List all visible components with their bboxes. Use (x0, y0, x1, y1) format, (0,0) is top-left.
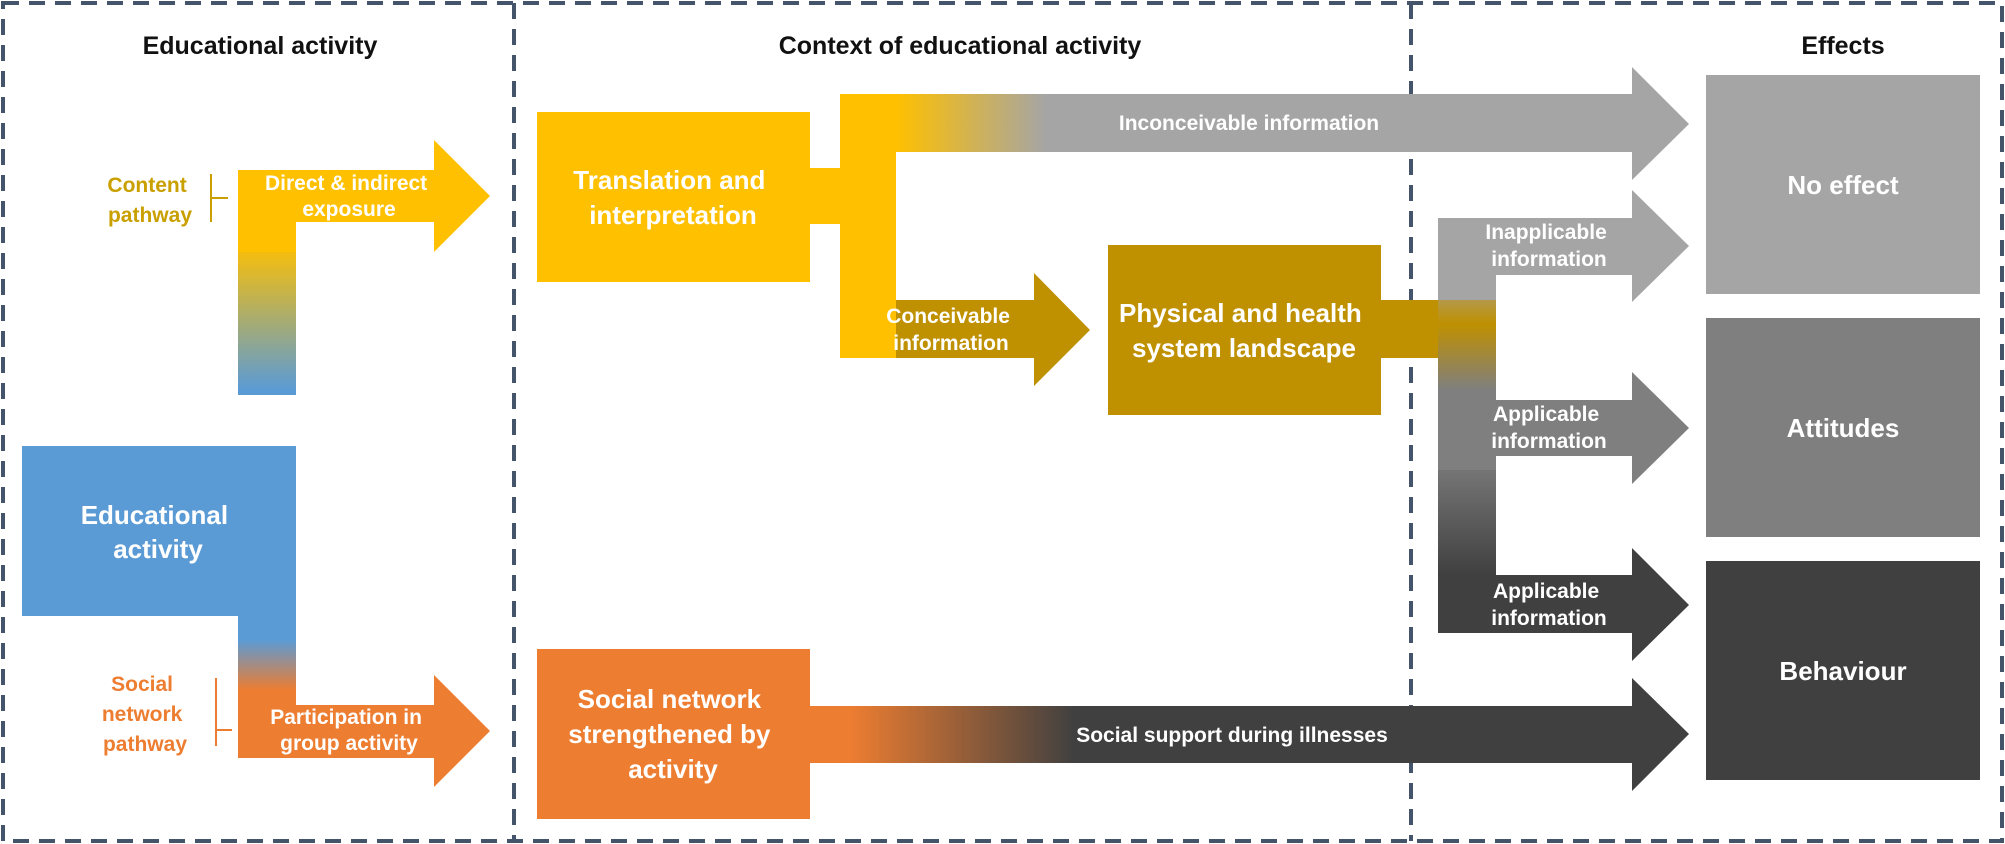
social-support-fade (808, 706, 1078, 763)
applicable-attitudes-label: Applicable information (1491, 403, 1607, 453)
educational-activity-box (22, 446, 296, 616)
content-pathway-bracket (210, 174, 228, 222)
applicable-behaviour-label: Applicable information (1491, 580, 1607, 630)
participation-label: Participation in group activity (270, 706, 428, 755)
educational-activity-label: Educational activity (81, 500, 236, 564)
inapplicable-arrow (1438, 190, 1689, 302)
conceivable-arrow (840, 273, 1090, 386)
inapplicable-label: Inapplicable information (1485, 221, 1612, 271)
header-context: Context of educational activity (779, 32, 1142, 60)
applicable-behaviour-arrow (1438, 548, 1689, 661)
no-effect-label: No effect (1787, 170, 1899, 200)
direct-exposure-arrow (238, 140, 490, 252)
social-pathway-label: Social network pathway (102, 673, 188, 756)
conceivable-arrow-base (840, 300, 896, 358)
social-network-label: Social network strengthened by activity (568, 684, 777, 784)
direct-exposure-label: Direct & indirect exposure (265, 172, 433, 221)
applicable-attitudes-arrow (1438, 372, 1689, 484)
no-effect-box (1706, 75, 1980, 294)
physical-box (1108, 245, 1381, 415)
behaviour-box (1706, 561, 1980, 780)
content-pathway-label: Content pathway (107, 174, 192, 227)
attitudes-box (1706, 318, 1980, 537)
attitudes-label: Attitudes (1787, 413, 1900, 443)
translation-box (537, 112, 810, 282)
conceivable-label: Conceivable information (886, 305, 1016, 355)
inconceivable-label: Inconceivable information (1119, 112, 1379, 135)
inconceivable-fade (896, 94, 1046, 152)
physical-label: Physical and health system landscape (1119, 298, 1369, 363)
inconceivable-arrow (896, 67, 1689, 180)
right-trunk-lower (1438, 450, 1496, 575)
header-effects: Effects (1801, 32, 1884, 60)
social-support-label: Social support during illnesses (1076, 724, 1388, 747)
translation-label: Translation and interpretation (573, 165, 772, 230)
social-pathway-trunk (238, 610, 296, 710)
translation-connector (808, 168, 840, 224)
behaviour-label: Behaviour (1779, 656, 1906, 686)
participation-arrow (238, 675, 490, 787)
social-network-box (537, 649, 810, 819)
header-educational-activity: Educational activity (143, 32, 378, 60)
social-pathway-bracket (215, 678, 232, 746)
